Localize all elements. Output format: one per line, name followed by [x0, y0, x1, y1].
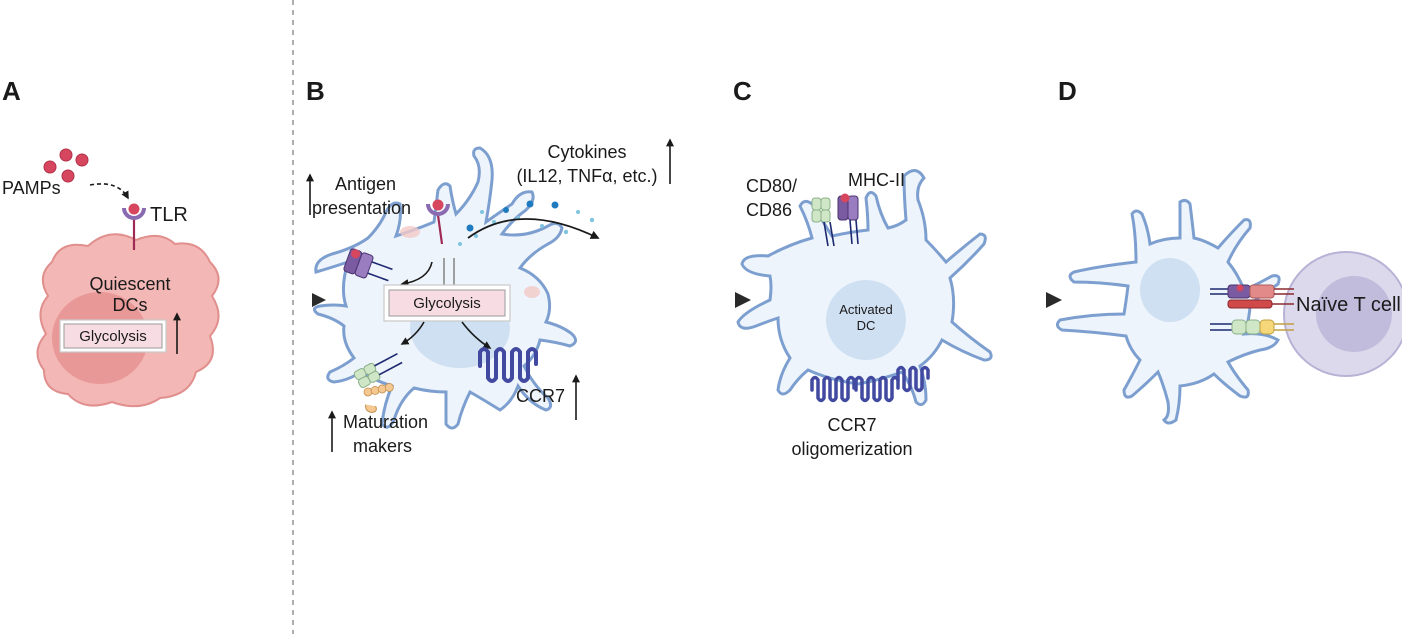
- tlr-bound-pamp-b: [432, 199, 444, 211]
- panel-c: Activated DC CD80/ CD86 MHC-II CCR: [736, 169, 993, 459]
- panel-label-b: B: [306, 76, 325, 106]
- cytokines-label-line2: (IL12, TNFα, etc.): [516, 166, 657, 186]
- mhc-complex-b: [343, 248, 393, 282]
- panel-a: PAMPs TLR Quiescent DCs Glycolysis: [2, 148, 220, 408]
- tlr-icon-b: [426, 203, 450, 216]
- maturation-markers-icon: [353, 352, 403, 413]
- naive-tcell-nucleus: [1316, 276, 1392, 352]
- tlr-label: TLR: [150, 204, 188, 226]
- glycolysis-label-b: Glycolysis: [413, 295, 481, 312]
- ccr7-label-c-line2: oligomerization: [791, 439, 912, 459]
- cd-label-line2: CD86: [746, 200, 792, 220]
- glycolysis-inner-b: [388, 289, 506, 317]
- glycolysis-to-maturation-arrow: [400, 321, 425, 345]
- activated-nucleus: [826, 280, 906, 360]
- panel-label-a: A: [2, 76, 21, 106]
- tlr-bound-pamp: [128, 203, 140, 215]
- panel-label-c: C: [733, 76, 752, 106]
- glycolysis-inner-a: [63, 323, 163, 349]
- activated-label-line2: DC: [857, 318, 876, 333]
- quiescent-label-line1: Quiescent: [89, 274, 170, 294]
- quiescent-label-line2: DCs: [113, 295, 148, 315]
- cytokine-dots: [458, 200, 595, 246]
- maturation-label-line1: Maturation: [343, 412, 428, 432]
- ccr7-label-c-line1: CCR7: [827, 415, 876, 435]
- glycolysis-to-ccr7-arrow: [461, 321, 492, 349]
- cd80-icon-c: [811, 197, 835, 247]
- ccr7-icon-b: [478, 347, 538, 383]
- ccr7-cluster-c: [810, 365, 930, 403]
- panel-label-d: D: [1058, 76, 1077, 106]
- cd-label-line1: CD80/: [746, 176, 797, 196]
- pamp-particles: [43, 148, 89, 183]
- vesicle-2: [524, 286, 540, 298]
- antigen-label-line2: presentation: [312, 198, 411, 218]
- ccr7-label-b: CCR7: [516, 386, 565, 406]
- tlr-icon: [122, 207, 146, 220]
- arrow-b-to-c-head: [735, 292, 751, 308]
- cytokines-label-line1: Cytokines: [547, 142, 626, 162]
- panel-b: Antigen presentation: [306, 138, 674, 456]
- tlr-stalk-b: [436, 214, 444, 245]
- antigen-transport-arrow: [400, 261, 433, 287]
- arrow-c-to-d-head: [1046, 292, 1062, 308]
- cytokine-secretion-arrow: [467, 218, 600, 239]
- mhc-icon-c: [837, 193, 859, 245]
- naive-tcell-label: Naïve T cell: [1296, 294, 1401, 316]
- glycolysis-label-a: Glycolysis: [79, 328, 147, 345]
- antigen-label-line1: Antigen: [335, 174, 396, 194]
- pamp-binding-arrow: [89, 183, 129, 200]
- mhc-label-c: MHC-II: [848, 170, 905, 190]
- panel-d: Naïve T cell: [1055, 198, 1402, 425]
- activated-label-line1: Activated: [839, 302, 892, 317]
- arrow-a-to-b-head: [312, 293, 326, 307]
- dc-contact-nucleus: [1140, 258, 1200, 322]
- maturation-label-line2: makers: [353, 436, 412, 456]
- vesicle-1: [400, 226, 420, 238]
- pamps-label: PAMPs: [2, 178, 61, 198]
- immune-synapse-receptors: [1210, 284, 1294, 335]
